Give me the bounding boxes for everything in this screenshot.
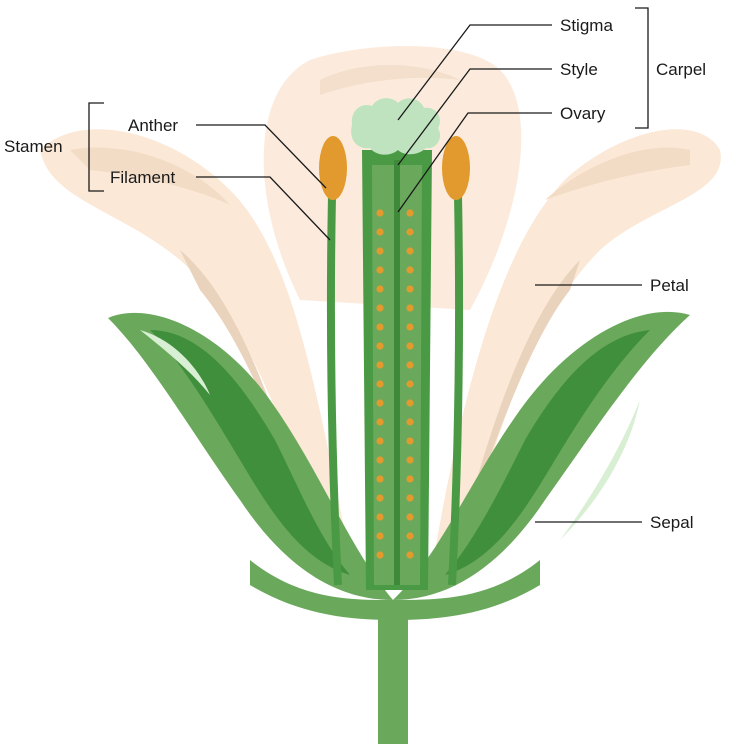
label-filament: Filament	[110, 168, 175, 187]
label-sepal: Sepal	[650, 513, 693, 532]
label-ovary: Ovary	[560, 104, 606, 123]
carpel-bracket	[635, 8, 648, 128]
label-stamen: Stamen	[4, 137, 63, 156]
label-anther: Anther	[128, 116, 178, 135]
label-carpel: Carpel	[656, 60, 706, 79]
carpel	[362, 150, 432, 590]
label-stigma: Stigma	[560, 16, 613, 35]
label-petal: Petal	[650, 276, 689, 295]
stem	[378, 600, 408, 744]
label-style: Style	[560, 60, 598, 79]
right-sepal	[393, 312, 690, 600]
